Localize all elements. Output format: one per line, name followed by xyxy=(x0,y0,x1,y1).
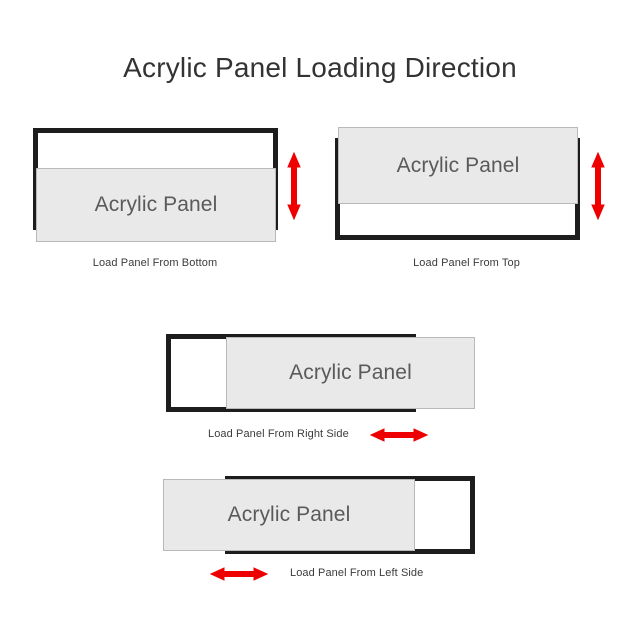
page-title: Acrylic Panel Loading Direction xyxy=(123,52,517,83)
acrylic-panel-label: Acrylic Panel xyxy=(396,153,520,177)
vertical-double-arrow-icon xyxy=(283,151,305,221)
acrylic-panel-label: Acrylic Panel xyxy=(227,503,351,526)
acrylic-panel-label: Acrylic Panel xyxy=(94,193,218,216)
channel-bracket-open-left xyxy=(225,476,475,554)
horizontal-double-arrow-icon xyxy=(369,426,429,444)
acrylic-panel-plate: Acrylic Panel xyxy=(163,479,415,551)
caption-load-from-bottom: Load Panel From Bottom xyxy=(92,257,218,269)
channel-bracket-open-right xyxy=(166,334,416,412)
caption-load-from-top: Load Panel From Top xyxy=(413,257,520,269)
acrylic-panel-label: Acrylic Panel xyxy=(289,361,412,384)
acrylic-panel-plate: Acrylic Panel xyxy=(226,337,475,409)
horizontal-double-arrow-icon xyxy=(209,565,269,583)
vertical-double-arrow-icon xyxy=(587,151,609,221)
diagram-load-from-bottom: Acrylic Panel Load Panel From Bottom xyxy=(0,0,320,290)
caption-load-from-right: Load Panel From Right Side xyxy=(208,428,349,440)
acrylic-panel-plate: Acrylic Panel xyxy=(338,127,578,204)
acrylic-panel-plate: Acrylic Panel xyxy=(36,168,276,242)
caption-load-from-left: Load Panel From Left Side xyxy=(290,567,424,579)
diagram-load-from-top: Acrylic Panel Load Panel From Top xyxy=(320,0,640,290)
